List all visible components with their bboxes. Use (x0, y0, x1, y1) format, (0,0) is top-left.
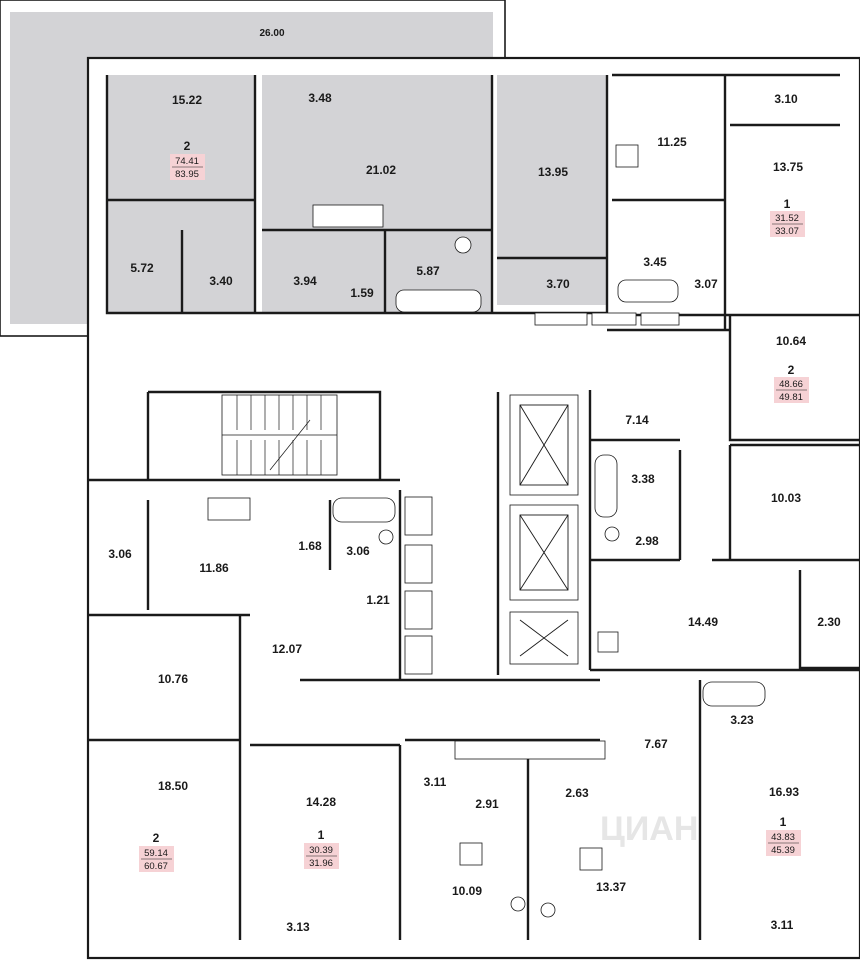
unit-living-area: 74.41 (175, 156, 199, 167)
room-area-label: 10.64 (776, 334, 806, 348)
room-area-label: 3.94 (293, 274, 317, 288)
unit-rooms: 2 (153, 831, 160, 845)
room-area-label: 5.87 (416, 264, 440, 278)
room-area-label: 3.38 (631, 472, 655, 486)
unit-rooms: 1 (318, 828, 325, 842)
interior-walls (88, 73, 860, 940)
room-area-label: 2.30 (817, 615, 841, 629)
elevators (509, 394, 579, 665)
room-area-label: 15.22 (172, 93, 202, 107)
stairwell (221, 394, 338, 476)
room-area-label: 1.68 (298, 539, 322, 553)
room-area-label: 18.50 (158, 779, 188, 793)
room-area-label: 2.91 (475, 797, 499, 811)
unit-total-area: 33.07 (775, 226, 799, 237)
room-area-label: 3.11 (424, 775, 447, 789)
room-area-label: 3.40 (209, 274, 233, 288)
room-area-label: 3.07 (694, 277, 718, 291)
room-area-label: 2.63 (565, 786, 589, 800)
unit-badge-u1[interactable]: 2 74.41 83.95 (170, 139, 205, 180)
room-area-label: 21.02 (366, 163, 396, 177)
unit-living-area: 43.83 (771, 832, 795, 843)
terrace-area-label: 26.00 (259, 28, 284, 39)
room-area-label: 7.14 (625, 413, 649, 427)
unit-badge-u4[interactable]: 2 59.14 60.67 (139, 831, 174, 872)
unit-total-area: 45.39 (771, 845, 795, 856)
unit-living-area: 30.39 (309, 845, 333, 856)
watermark: ЦИАН (600, 810, 698, 848)
unit-rooms: 2 (184, 139, 191, 153)
room-area-label: 1.59 (350, 286, 374, 300)
room-area-label: 11.25 (657, 135, 687, 149)
room-area-label: 10.03 (771, 491, 801, 505)
room-area-label: 12.07 (272, 642, 302, 656)
room-area-label: 2.98 (635, 534, 659, 548)
room-area-label: 7.67 (644, 737, 668, 751)
room-area-label: 3.06 (108, 547, 132, 561)
room-area-label: 10.09 (452, 884, 482, 898)
room-area-label: 11.86 (199, 561, 229, 575)
room-area-label: 16.93 (769, 785, 799, 799)
room-area-label: 5.72 (130, 261, 154, 275)
room-area-label: 1.21 (366, 593, 390, 607)
room-area-label: 3.13 (286, 920, 310, 934)
unit-living-area: 59.14 (144, 848, 168, 859)
unit-total-area: 60.67 (144, 861, 168, 872)
room-area-label: 3.06 (346, 544, 370, 558)
room-area-label: 13.95 (538, 165, 568, 179)
plumbing-fixtures (207, 144, 766, 918)
room-area-label: 3.11 (771, 918, 794, 932)
service-shafts (404, 312, 680, 760)
room-area-label: 13.37 (596, 880, 626, 894)
unit-badge-u2[interactable]: 1 31.52 33.07 (770, 197, 805, 237)
room-area-label: 3.45 (643, 255, 667, 269)
unit-total-area: 31.96 (309, 858, 333, 869)
room-area-label: 13.75 (773, 160, 803, 174)
unit-rooms: 1 (780, 815, 787, 829)
room-labels: 15.22 3.48 21.02 13.95 11.25 3.10 13.75 … (108, 91, 841, 934)
unit-badge-u6[interactable]: 1 43.83 45.39 (766, 815, 801, 856)
unit-living-area: 31.52 (775, 213, 799, 224)
room-area-label: 10.76 (158, 672, 188, 686)
room-area-label: 14.49 (688, 615, 718, 629)
room-area-label: 3.23 (730, 713, 754, 727)
room-area-label: 14.28 (306, 795, 336, 809)
room-area-label: 3.10 (774, 92, 798, 106)
unit-badge-u5[interactable]: 1 30.39 31.96 (304, 828, 339, 869)
room-area-label: 3.48 (308, 91, 332, 105)
unit-rooms: 2 (788, 363, 795, 377)
unit-total-area: 83.95 (175, 169, 199, 180)
unit-total-area: 49.81 (779, 392, 803, 403)
unit-badge-u3[interactable]: 2 48.66 49.81 (774, 363, 809, 403)
room-area-label: 3.70 (546, 277, 570, 291)
unit-rooms: 1 (784, 197, 791, 211)
unit-living-area: 48.66 (779, 379, 803, 390)
